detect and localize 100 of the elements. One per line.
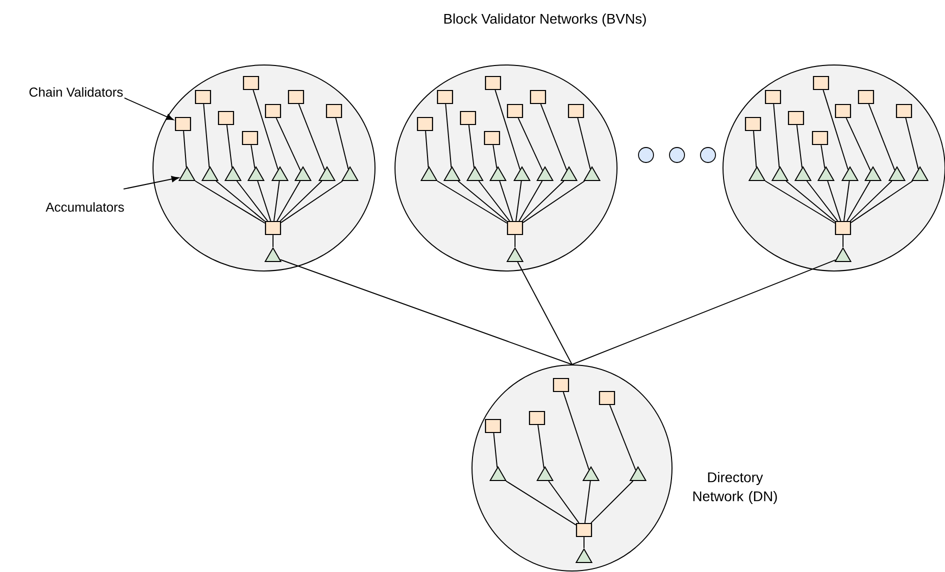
connector-line: [183, 130, 187, 168]
connector-line: [478, 180, 510, 222]
validator-box: [264, 220, 282, 236]
connector-line: [850, 180, 914, 224]
connector-line: [458, 180, 508, 222]
connector-line: [806, 180, 838, 222]
validator-box: [174, 116, 192, 132]
validator-box: [896, 104, 912, 118]
connector-line: [753, 130, 757, 168]
validator-box: [576, 522, 592, 538]
validator-box: [242, 76, 260, 90]
network-circle: [394, 64, 618, 272]
connector-line: [786, 180, 836, 222]
connector-line: [540, 104, 568, 171]
connector-line: [846, 118, 871, 171]
connector-line: [226, 124, 232, 168]
validator-box: [788, 110, 804, 126]
connector-line: [515, 180, 522, 222]
connector-line: [252, 90, 278, 170]
connector-line: [492, 144, 498, 169]
connector-line: [517, 262, 572, 365]
connector-line: [843, 180, 850, 222]
callout-label: Accumulators: [46, 202, 124, 212]
validator-box: [288, 90, 304, 104]
connector-line: [273, 180, 280, 222]
validator-box: [834, 104, 852, 118]
leader-line: [123, 176, 179, 190]
validator-box: [812, 130, 828, 146]
connector-line: [280, 180, 322, 222]
connector-line: [842, 234, 844, 248]
validator-box: [568, 104, 584, 118]
connector-line: [468, 124, 474, 168]
connector-line: [850, 180, 892, 222]
connector-line: [822, 90, 848, 170]
connector-line: [280, 180, 344, 224]
connector-line: [280, 259, 572, 365]
validator-box: [528, 410, 546, 426]
validator-box: [242, 130, 258, 146]
validator-box: [484, 76, 502, 90]
connector-line: [522, 180, 564, 222]
validator-box: [858, 90, 874, 104]
validator-box: [506, 220, 524, 236]
validator-box: [764, 90, 782, 104]
connector-line: [257, 180, 272, 222]
connector-line: [577, 118, 591, 170]
connector-line: [905, 118, 919, 170]
connector-line: [493, 432, 498, 468]
validator-box: [218, 110, 234, 126]
connector-line: [572, 259, 836, 365]
connector-line: [590, 480, 634, 524]
validator-box: [812, 76, 830, 90]
validator-box: [264, 104, 282, 118]
connector-line: [764, 180, 836, 224]
connector-line: [236, 180, 268, 222]
validator-box: [744, 116, 762, 132]
validator-box: [552, 378, 570, 392]
validator-box: [194, 90, 212, 104]
validator-box: [416, 116, 434, 132]
connector-line: [203, 104, 210, 168]
callout-label: Chain Validators: [29, 87, 123, 97]
connector-line: [584, 480, 591, 524]
network-label: Directory Network (DN): [693, 472, 777, 504]
connector-line: [494, 90, 520, 170]
validator-box: [460, 110, 476, 126]
connector-line: [425, 130, 429, 168]
ellipsis-dot: [669, 147, 685, 163]
connector-line: [796, 124, 802, 168]
connector-line: [499, 180, 514, 222]
connector-line: [827, 180, 842, 222]
connector-line: [194, 180, 266, 224]
connector-line: [537, 424, 544, 468]
ellipsis-dot: [700, 147, 716, 163]
connector-line: [272, 234, 274, 248]
connector-line: [518, 118, 543, 171]
connector-line: [436, 180, 508, 224]
connector-line: [514, 234, 516, 248]
connector-line: [846, 180, 871, 222]
connector-line: [773, 104, 780, 168]
ellipsis-dot: [638, 147, 654, 163]
network-circle: [722, 64, 945, 272]
validator-box: [530, 90, 546, 104]
connector-line: [276, 118, 301, 171]
connector-line: [445, 104, 452, 168]
connector-line: [820, 144, 826, 169]
leader-line: [124, 97, 174, 120]
title: Block Validator Networks (BVNs): [444, 13, 646, 27]
network-circle: [152, 64, 376, 272]
connector-line: [609, 404, 636, 471]
connector-line: [562, 392, 590, 470]
connector-line: [335, 118, 349, 170]
connector-line: [505, 480, 576, 526]
validator-box: [436, 90, 454, 104]
validator-box: [326, 104, 342, 118]
connector-line: [216, 180, 266, 222]
connector-line: [548, 480, 580, 524]
connector-line: [518, 180, 543, 222]
validator-box: [506, 104, 524, 118]
connector-line: [868, 104, 896, 171]
validator-box: [834, 220, 852, 236]
validator-box: [484, 130, 500, 146]
